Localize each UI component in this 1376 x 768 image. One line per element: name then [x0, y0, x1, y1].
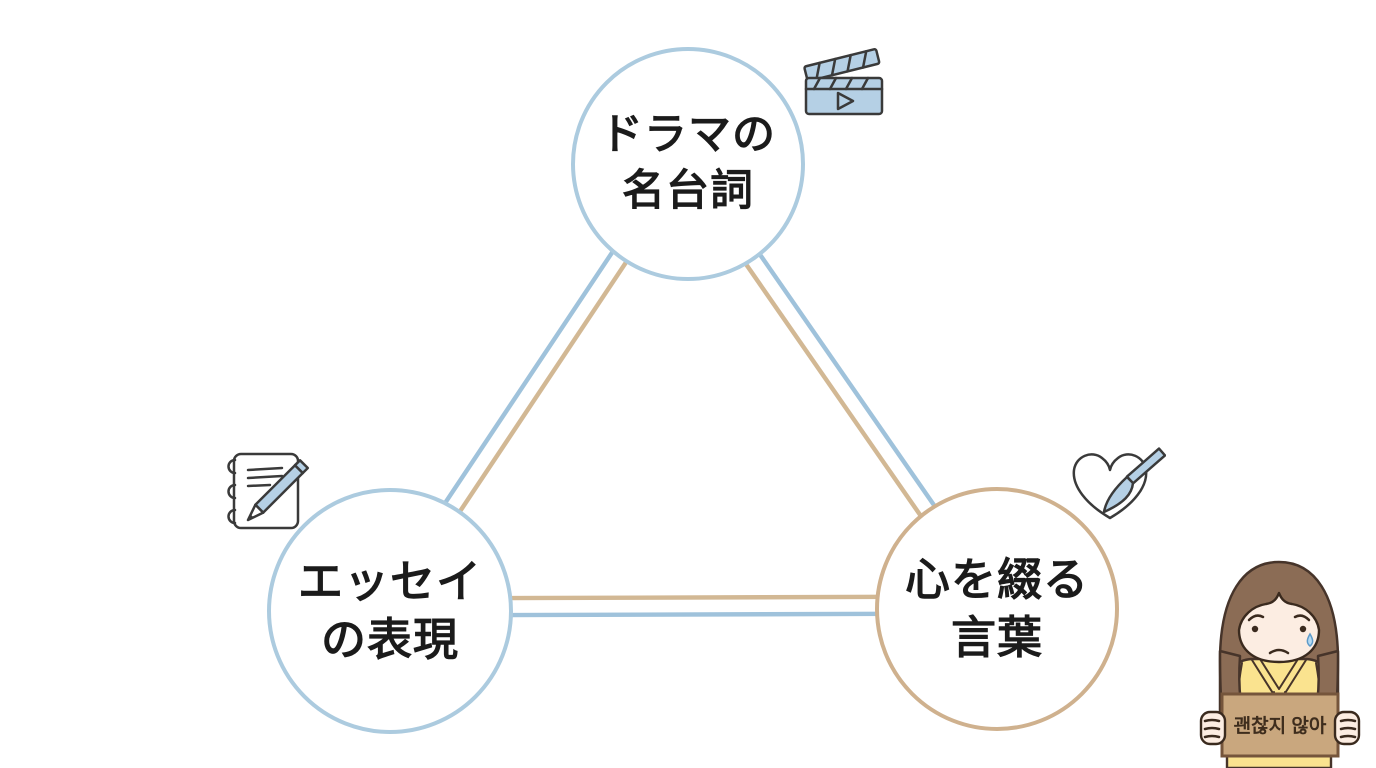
right-eye [1299, 625, 1307, 633]
node-drama-label-line1: ドラマの [600, 111, 776, 160]
hood-collar [1251, 659, 1307, 699]
node-heart-words-label-line1: 心を綴る [904, 553, 1089, 605]
sign-board [1220, 692, 1340, 758]
node-drama-label-line2: 名台詞 [622, 167, 754, 215]
face [1237, 591, 1321, 664]
node-heart-words-label-line2: 言葉 [950, 612, 1043, 663]
brush-bristles [1102, 475, 1135, 514]
node-drama: ドラマの 名台詞 [571, 47, 805, 281]
heart-paintbrush-icon [1072, 447, 1166, 520]
node-essay: エッセイ の表現 [267, 488, 513, 734]
right-fist [1333, 710, 1361, 746]
left-fist [1199, 710, 1227, 746]
tear-drop [1306, 632, 1314, 647]
sign-text: 괜찮지 않아 [1234, 715, 1327, 737]
node-essay-label-line1: エッセイ [297, 555, 482, 607]
left-eye [1251, 625, 1259, 633]
right-eyebrow [1293, 614, 1311, 622]
left-eyebrow [1247, 614, 1265, 622]
pencil-cap [293, 459, 310, 475]
sad-girl-illustration: 괜찮지 않아 [1199, 560, 1361, 768]
clapperboard-icon [803, 47, 884, 116]
play-triangle-icon [836, 91, 855, 111]
notebook-pencil-icon [227, 452, 310, 530]
node-heart-words: 心を綴る 言葉 [875, 487, 1119, 731]
frown-mouth [1268, 648, 1290, 655]
node-essay-label-line2: の表現 [320, 614, 459, 665]
